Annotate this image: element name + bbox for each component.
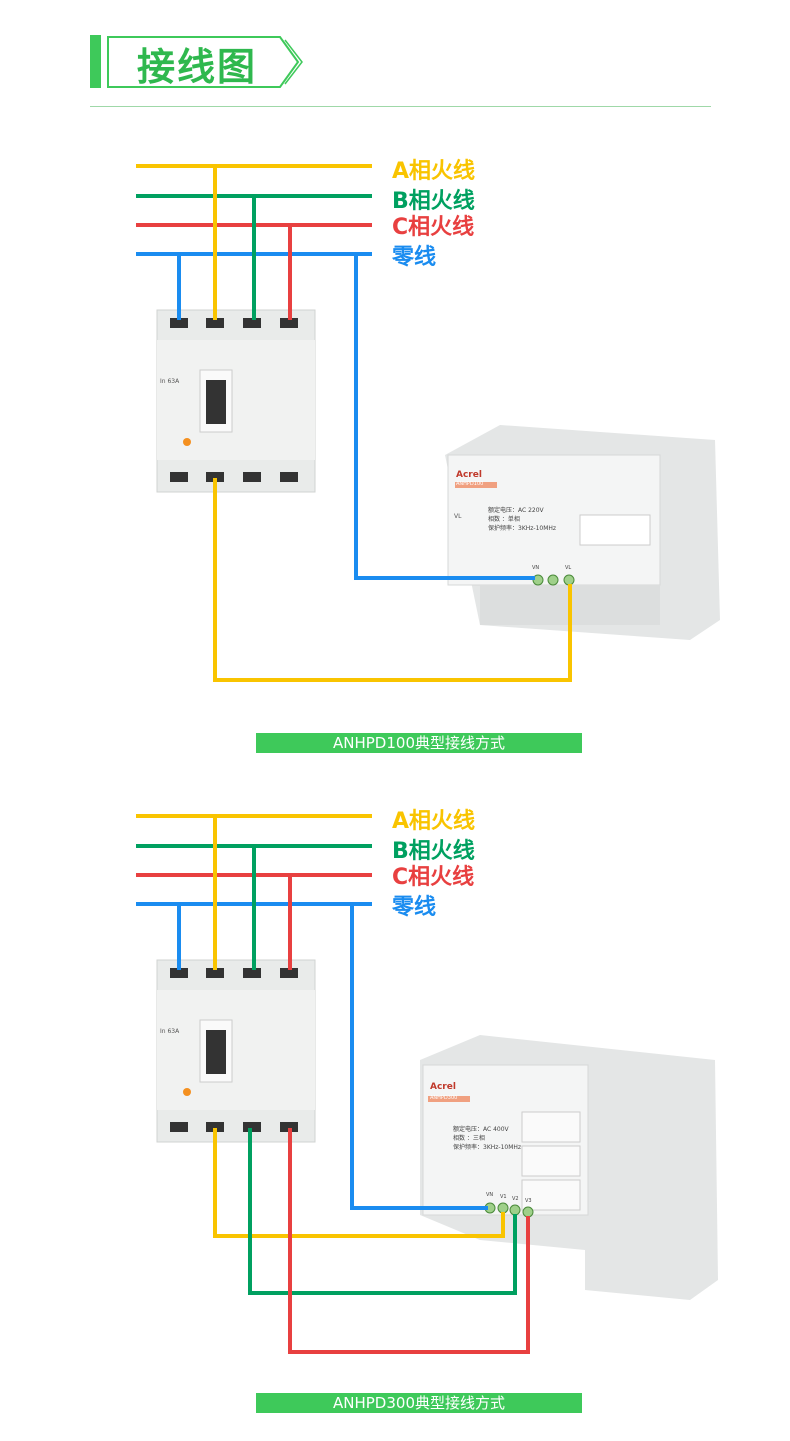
spec-voltage: 额定电压：AC 220V [488,507,544,514]
surge-protector-device-2 [420,1035,718,1300]
device-model: ANHPD100 [456,481,484,487]
page-title: 接线图 [137,45,258,89]
terminal-3-label: V3 [525,1198,532,1204]
device-side-terminal: VL [454,513,462,520]
label-neutral: 零线 [392,895,437,920]
spec-voltage: 额定电压：AC 400V [453,1126,509,1133]
device-specs: 额定电压：AC 400V 相数 ：三相 保护频率：3KHz-10MHz [453,1125,521,1152]
device-model: ANHPD300 [430,1095,458,1101]
chevron-right-icon [284,39,303,85]
terminal-1-label: V1 [500,1194,507,1200]
caption-anhpd300: ANHPD300典型接线方式 [256,1393,582,1413]
terminal-l-label: VL [565,565,572,571]
spec-phases: 相数 ：三相 [453,1135,485,1142]
device-brand: Acrel [456,470,482,480]
caption-anhpd100: ANHPD100典型接线方式 [256,733,582,753]
circuit-breaker-2 [156,959,316,1143]
label-phase-c: C相火线 [392,865,475,890]
header-title-frame [107,36,300,88]
device-specs: 额定电压：AC 220V 相数 ：单相 保护频率：3KHz-10MHz [488,506,556,533]
terminal-2-label: V2 [512,1196,519,1202]
breaker-rating: In 63A [160,378,180,385]
label-phase-b: B相火线 [392,839,475,864]
label-phase-a: A相火线 [392,159,476,184]
spec-phases: 相数 ：单相 [488,516,520,523]
surge-protector-device-1 [445,425,720,640]
label-phase-b: B相火线 [392,189,475,214]
header-divider [90,106,711,107]
spec-frequency: 保护频率：3KHz-10MHz [453,1144,522,1151]
circuit-breaker-1 [156,309,316,493]
label-neutral: 零线 [392,245,437,270]
breaker-rating: In 63A [160,1028,180,1035]
label-phase-a: A相火线 [392,809,476,834]
spec-frequency: 保护频率：3KHz-10MHz [488,525,557,532]
label-phase-c: C相火线 [392,215,475,240]
terminal-n-label: VN [486,1192,494,1198]
terminal-n-label: VN [532,565,540,571]
device-brand: Acrel [430,1082,456,1092]
header-accent-bar [90,35,101,88]
